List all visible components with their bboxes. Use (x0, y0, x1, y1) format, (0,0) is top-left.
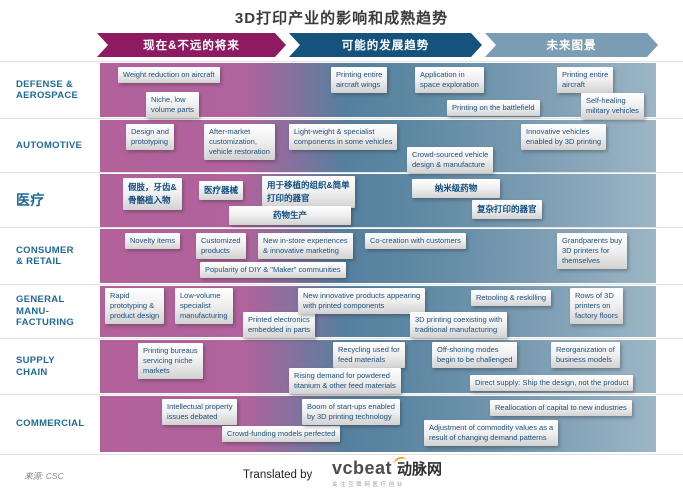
category-row-7: COMMERCIAL (0, 396, 683, 452)
brand-name-cn: 动脉网 (397, 461, 443, 478)
maturity-gradient-band (100, 174, 656, 227)
maturity-gradient-band (100, 229, 656, 283)
maturity-gradient-band (100, 286, 656, 337)
row-divider (0, 284, 683, 285)
category-label: GENERAL MANU- FACTURING (16, 294, 75, 329)
category-label: SUPPLY CHAIN (16, 355, 55, 378)
category-label: COMMERCIAL (16, 418, 85, 430)
row-divider (0, 227, 683, 228)
page-title: 3D打印产业的影响和成熟趋势 (234, 10, 449, 27)
row-divider (0, 394, 683, 395)
category-row-6: SUPPLY CHAIN (0, 340, 683, 393)
translated-by-label: Translated by (243, 469, 313, 481)
category-row-2: AUTOMOTIVE (0, 120, 683, 172)
phase-arrow-1: 现在&不远的将来 (97, 33, 286, 57)
category-row-1: DEFENSE & AEROSPACE (0, 63, 683, 117)
category-row-5: GENERAL MANU- FACTURING (0, 286, 683, 337)
phase-arrow-3: 未来图景 (485, 33, 658, 57)
row-divider (0, 118, 683, 119)
category-label: AUTOMOTIVE (16, 140, 83, 152)
maturity-gradient-band (100, 340, 656, 393)
brand-tagline: 关注互联网医疗创业 (332, 482, 405, 488)
category-label: 医疗 (16, 192, 45, 209)
category-label: DEFENSE & AEROSPACE (16, 78, 79, 101)
category-row-4: CONSUMER & RETAIL (0, 229, 683, 283)
row-divider (0, 172, 683, 173)
maturity-gradient-band (100, 396, 656, 452)
category-row-3: 医疗 (0, 174, 683, 227)
row-divider (0, 454, 683, 455)
row-divider (0, 61, 683, 62)
maturity-gradient-band (100, 63, 656, 117)
category-label: CONSUMER & RETAIL (16, 244, 74, 267)
maturity-gradient-band (100, 120, 656, 172)
row-divider (0, 338, 683, 339)
brand-name: vcbeat (332, 458, 393, 478)
phase-bar: 现在&不远的将来可能的发展趋势未来图景 (0, 33, 683, 57)
source-credit: 来源: CSC (24, 471, 64, 481)
phase-arrow-2: 可能的发展趋势 (289, 33, 482, 57)
